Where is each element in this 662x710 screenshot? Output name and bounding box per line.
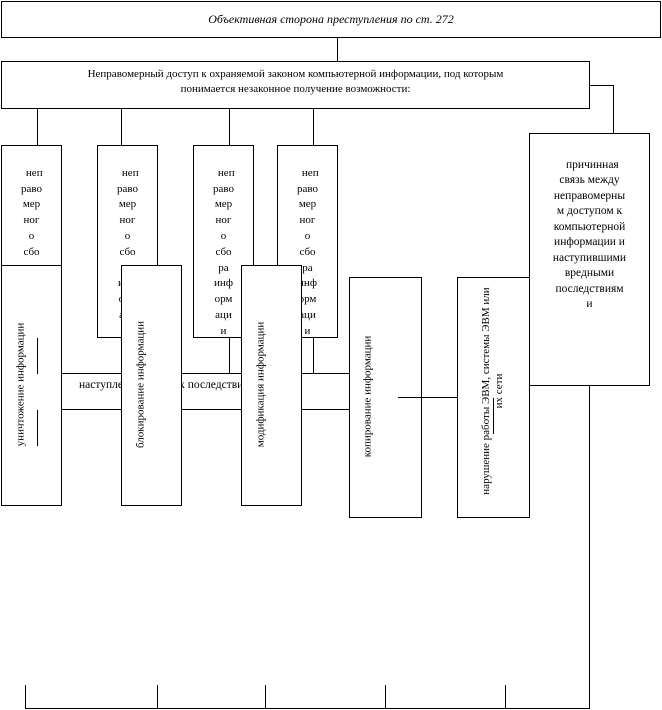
consequence-text-2: блокирование информации [134,320,147,449]
connector [157,685,158,708]
causal-link-box: причинная связь между неправомерны м дос… [529,133,650,386]
title-text: Объективная сторона преступления по ст. … [208,12,454,26]
connector [313,109,314,146]
consequence-text-5: нарушение работы ЭВМ, системы ЭВМ или их… [480,287,505,495]
access-mode-box-1: неп раво мер ног о сбо ра инф [1,145,62,267]
causal-link-text: причинная связь между неправомерны м дос… [552,158,627,311]
consequence-box-2 [121,265,182,506]
connector [590,85,614,86]
consequence-text-1: уничтожение информации [14,322,27,447]
title-box: Объективная сторона преступления по ст. … [1,1,661,38]
connector [25,708,590,709]
connector [589,386,590,708]
text-line [37,338,38,374]
main-box-line1: Неправомерный доступ к охраняемой законо… [87,68,504,80]
consequence-text-4: копирование информации [361,335,374,458]
connector [385,685,386,708]
connector [505,685,506,708]
connector [229,338,230,374]
connector [337,38,338,62]
connector [37,109,38,146]
main-box-line2: понимается незаконное получение возможно… [180,83,411,95]
connector [613,85,614,133]
connector [313,338,314,374]
access-mode-text-4: неп раво мер ног о сбо ра инф орм аци и [296,166,319,337]
connector [398,397,493,398]
main-box: Неправомерный доступ к охраняемой законо… [1,61,590,109]
text-line [37,410,38,446]
connector [121,109,122,146]
consequence-text-3: модификация информации [254,321,267,448]
connector [229,109,230,146]
access-mode-text-1: неп раво мер ног о сбо ра инф [20,166,43,266]
connector [25,685,26,708]
text-line [493,398,494,434]
consequence-box-1 [1,265,62,506]
connector [265,685,266,708]
consequence-box-3 [241,265,302,506]
access-mode-text-3: неп раво мер ног о сбо ра инф орм аци и [212,166,235,337]
consequence-box-5 [457,277,530,518]
